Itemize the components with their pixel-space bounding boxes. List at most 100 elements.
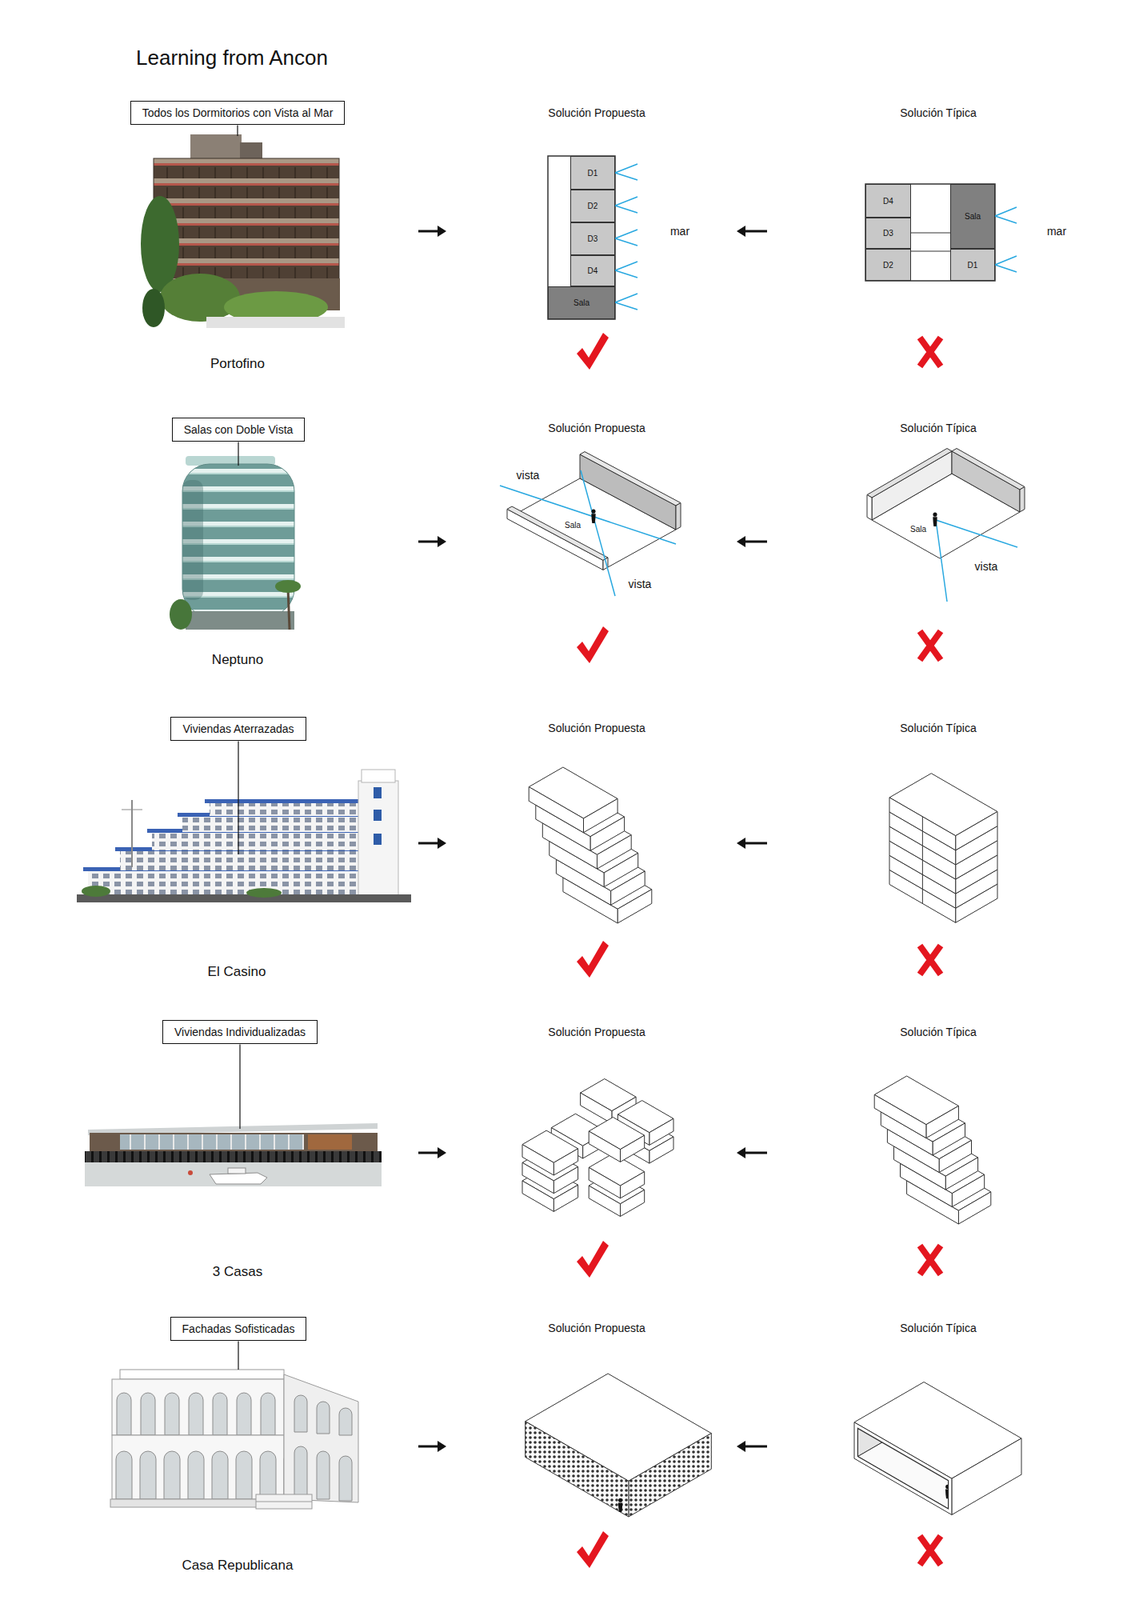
check-mark — [576, 332, 609, 370]
portofino-photo — [153, 158, 340, 280]
room-label: Sala — [564, 520, 581, 531]
volume-side — [620, 1134, 645, 1162]
el-casino-photo — [182, 815, 360, 832]
portofino-photo — [159, 273, 240, 322]
person-figure — [591, 509, 938, 527]
view-label: vista — [975, 559, 999, 574]
room-volume — [675, 503, 681, 530]
floor-plan — [547, 155, 996, 320]
stacked-volume — [889, 773, 998, 924]
room-box: D3 — [570, 222, 616, 256]
unit-divider — [922, 888, 924, 904]
volume-front — [874, 1094, 927, 1138]
column-heading: Solución Típica — [899, 721, 976, 736]
room-box: D2 — [865, 248, 912, 281]
view-lines — [995, 255, 1017, 272]
volume-side — [926, 1105, 960, 1138]
person-figure — [591, 509, 596, 514]
view-label: vista — [516, 468, 540, 483]
column-heading: Solución Propuesta — [547, 1025, 645, 1040]
casa-republicana-photo — [111, 1378, 284, 1435]
casa-republicana-photo — [339, 1407, 352, 1435]
building-name: Neptuno — [211, 651, 264, 668]
direction-arrow — [736, 535, 746, 548]
el-casino-photo — [361, 769, 396, 783]
person-figure — [591, 513, 596, 524]
check-mark — [576, 1240, 609, 1278]
volume-front — [580, 1092, 612, 1124]
column-heading: Solución Típica — [899, 1025, 976, 1040]
volume-front — [889, 797, 956, 851]
leader-line — [239, 1043, 240, 1129]
building-name: El Casino — [207, 963, 267, 980]
casa-republicana-photo — [316, 1450, 330, 1499]
room-box: D3 — [865, 217, 912, 249]
direction-arrow — [743, 1151, 768, 1155]
room-volume — [507, 508, 604, 570]
column-heading: Solución Propuesta — [547, 1321, 645, 1335]
el-casino-photo — [358, 780, 399, 898]
floor-plan — [911, 251, 951, 252]
leader-line — [236, 124, 238, 136]
direction-arrow — [437, 1146, 447, 1159]
direction-arrow — [418, 842, 440, 845]
el-casino-photo — [373, 787, 382, 799]
room-volume — [867, 448, 952, 499]
room-box: D4 — [865, 183, 912, 218]
volume-front — [528, 787, 584, 833]
callout-box: Todos los Dormitorios con Vista al Mar — [130, 100, 346, 126]
direction-arrow — [743, 230, 768, 233]
sight-line — [935, 519, 1018, 548]
terraced-volume — [874, 1075, 992, 1224]
direction-arrow — [418, 1151, 440, 1155]
room-volume — [579, 451, 681, 506]
view-label: vista — [628, 577, 652, 592]
el-casino-photo — [121, 809, 143, 811]
floor-plan — [911, 232, 951, 234]
volume-front — [522, 1144, 554, 1175]
room-volume — [867, 495, 872, 521]
cross-mark — [919, 945, 941, 975]
room-name: D1 — [967, 260, 979, 270]
room-name: D4 — [883, 196, 894, 206]
3-casas-photo — [307, 1134, 352, 1150]
el-casino-photo — [119, 850, 360, 871]
sea-label: mar — [670, 224, 690, 239]
room-box: D2 — [570, 189, 616, 223]
volume-side — [620, 1171, 645, 1199]
volume-interior — [857, 1418, 1015, 1509]
volume-front — [588, 1166, 620, 1198]
view-lines — [615, 261, 638, 278]
volume-interior — [923, 1390, 1015, 1471]
el-casino-photo — [76, 894, 412, 903]
volume-interior — [857, 1390, 924, 1457]
room-label: Sala — [910, 524, 927, 535]
volume-side — [553, 1148, 578, 1175]
sight-line — [499, 470, 1018, 602]
person-figure — [945, 1489, 951, 1499]
callout-box: Viviendas Aterrazadas — [170, 716, 306, 742]
unit-divider — [922, 831, 924, 846]
room-volume — [951, 448, 1025, 491]
el-casino-photo — [76, 769, 412, 903]
volume-side — [955, 811, 998, 851]
neptuno-photo — [182, 463, 295, 616]
room-name: D3 — [883, 228, 894, 238]
building-name: Portofino — [210, 355, 265, 372]
unit-divider — [922, 859, 924, 875]
room-name: D1 — [587, 168, 599, 178]
direction-arrow — [736, 837, 746, 849]
casa-republicana-photo — [110, 1369, 359, 1509]
individual-units — [522, 1079, 674, 1217]
check-mark — [576, 626, 609, 664]
person-figure — [932, 512, 937, 517]
leader-line — [237, 1340, 239, 1370]
plain-facade-volume — [854, 1382, 1022, 1515]
person-figure — [945, 1484, 950, 1489]
column-heading: Solución Propuesta — [547, 421, 645, 436]
casa-republicana-photo — [339, 1455, 352, 1501]
callout-text: Salas con Doble Vista — [183, 423, 294, 437]
el-casino-photo — [246, 887, 282, 898]
el-casino-photo — [131, 799, 133, 868]
room-box: D4 — [570, 255, 616, 287]
